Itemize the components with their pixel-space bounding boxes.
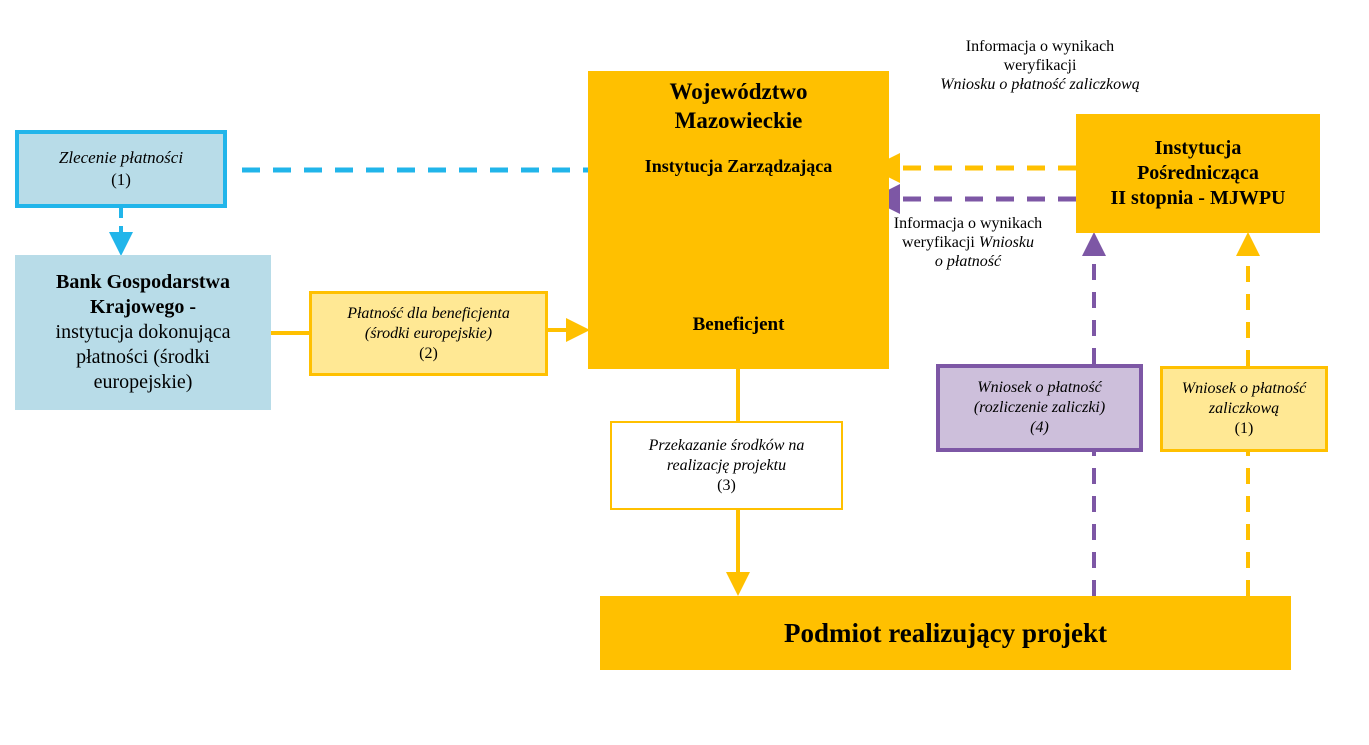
info-claim-line2-plain: weryfikacji [902,234,979,251]
payment-claim-settlement-line2: (rozliczenie zaliczki) [973,399,1106,416]
voivodeship-box: Województwo Mazowieckie Instytucja Zarzą… [588,71,889,369]
bgk-description: instytucja dokonująca płatności (środki … [55,321,231,393]
payment-order-number: (1) [111,170,131,189]
beneficiary-payment-number: (2) [419,344,438,362]
voivodeship-title-line1: Województwo [669,79,808,104]
project-implementer-label: Podmiot realizujący projekt [784,617,1107,648]
bgk-title: Bank Gospodarstwa Krajowego - [56,271,230,318]
payment-claim-settlement-line1: Wniosek o płatność [977,379,1102,396]
project-implementer-box: Podmiot realizujący projekt [600,596,1291,670]
funds-transfer-box: Przekazanie środków na realizację projek… [610,421,843,510]
funds-transfer-number: (3) [717,476,736,494]
info-claim-verification-label: Informacja o wynikach weryfikacji Wniosk… [868,214,1068,271]
info-claim-line2: weryfikacji Wniosku [868,233,1068,252]
info-advance-line2: weryfikacji [1003,57,1077,74]
advance-payment-claim-box: Wniosek o płatność zaliczkową (1) [1160,366,1328,452]
info-advance-line1: Informacja o wynikach [965,38,1115,55]
advance-payment-claim-line1: Wniosek o płatność [1181,380,1307,397]
funds-transfer-line2: realizację projektu [666,456,787,474]
info-claim-line1: Informacja o wynikach [893,215,1043,232]
payment-claim-settlement-box: Wniosek o płatność (rozliczenie zaliczki… [936,364,1143,452]
beneficiary-label: Beneficjent [692,314,785,335]
info-claim-line2-italic: Wniosku [978,234,1034,251]
beneficiary-payment-box: Płatność dla beneficjenta (środki europe… [309,291,548,376]
intermediate-body-box: Instytucja Pośrednicząca II stopnia - MJ… [1076,114,1320,233]
intermediate-body-line3: II stopnia - MJWPU [1110,187,1286,209]
payment-claim-settlement-number: (4) [1030,419,1049,436]
info-claim-line3: o płatność [934,253,1002,270]
beneficiary-payment-line1: Płatność dla beneficjenta [347,304,510,322]
intermediate-body-line2: Pośrednicząca [1137,162,1259,184]
managing-authority-label: Instytucja Zarządzająca [644,156,833,176]
advance-payment-claim-line2: zaliczkową [1208,400,1280,417]
info-advance-line3: Wniosku o płatność zaliczkową [940,76,1140,93]
payment-order-box: Zlecenie płatności (1) [15,130,227,208]
advance-payment-claim-number: (1) [1234,420,1254,437]
bgk-box: Bank Gospodarstwa Krajowego - instytucja… [15,255,271,410]
beneficiary-payment-line2: (środki europejskie) [364,324,493,342]
payment-order-title: Zlecenie płatności [58,148,184,167]
intermediate-body-line1: Instytucja [1154,137,1242,159]
voivodeship-title-line2: Mazowieckie [674,108,803,133]
info-advance-verification-label: Informacja o wynikach weryfikacji Wniosk… [880,37,1200,94]
funds-transfer-line1: Przekazanie środków na [648,436,805,454]
